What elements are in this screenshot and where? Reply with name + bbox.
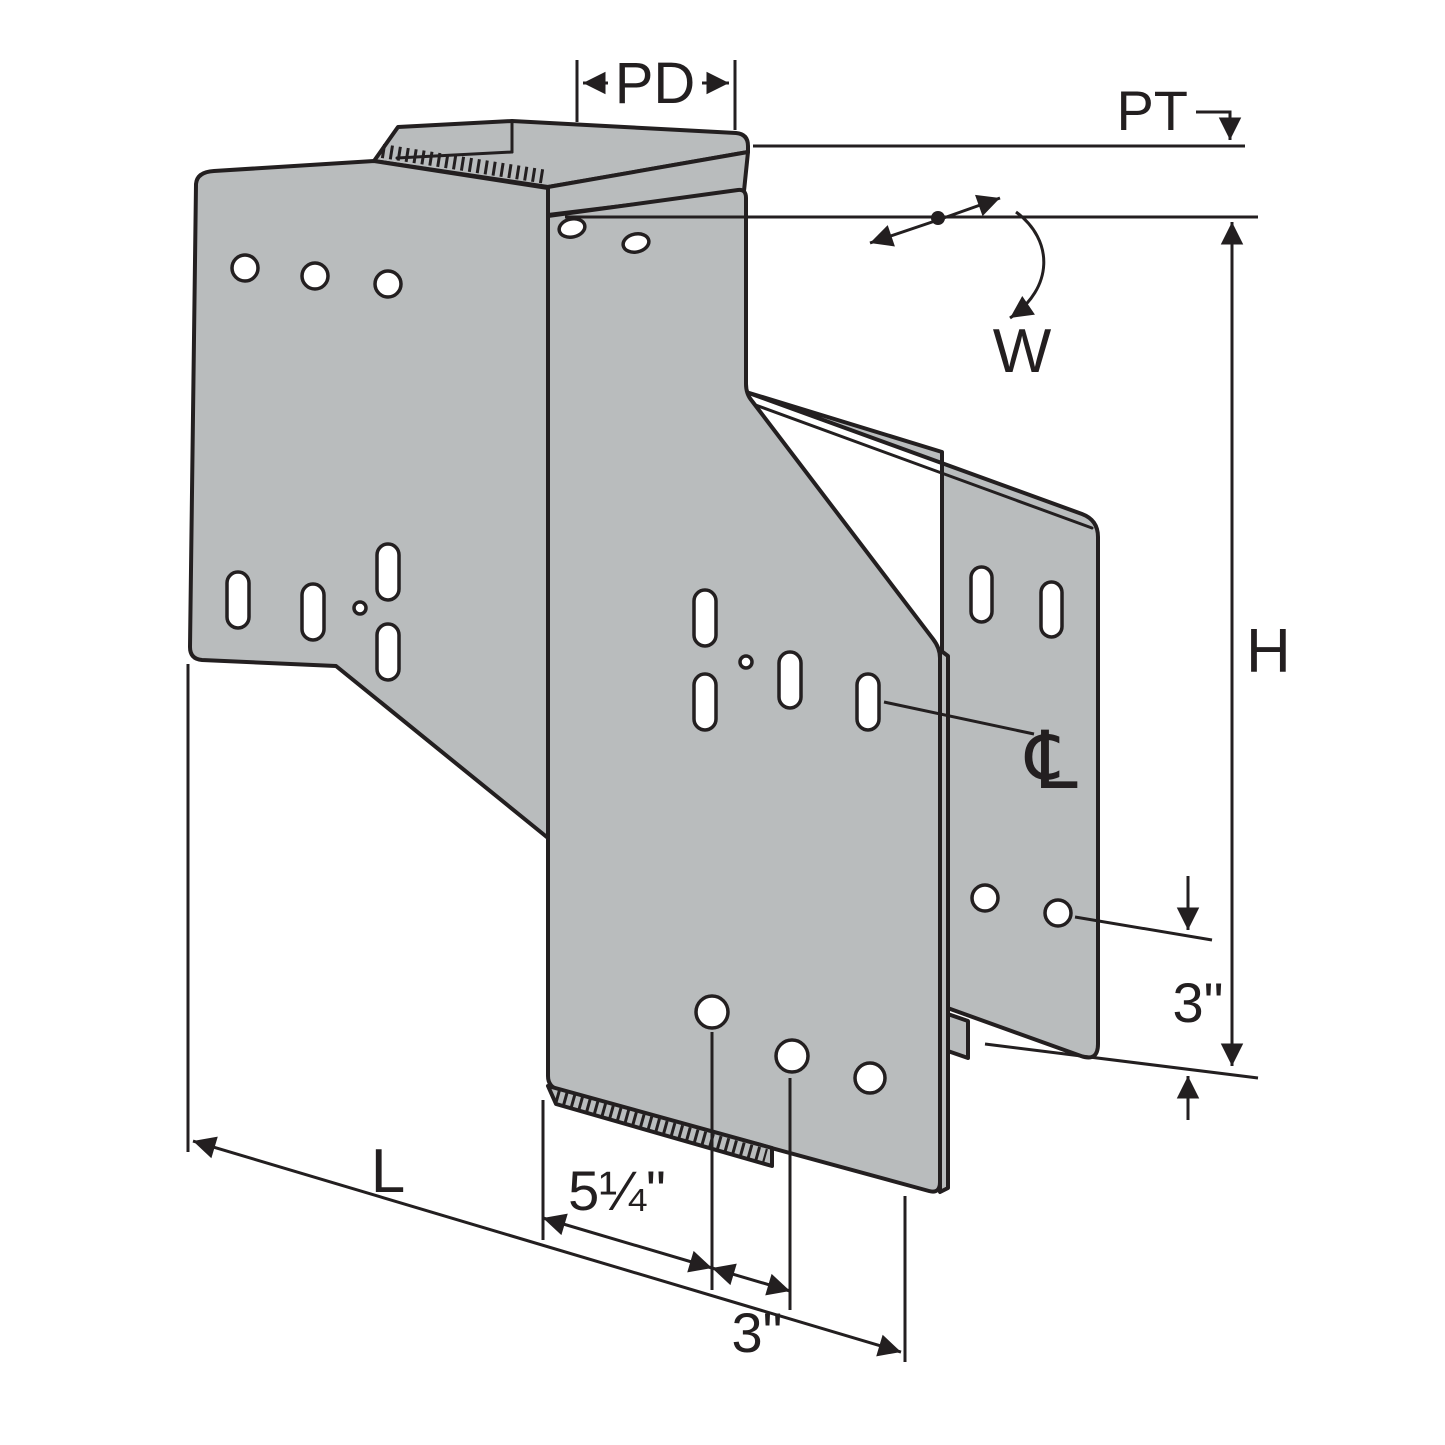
dimension-bottom-3in: 3" [711,1078,792,1364]
middle-plate-slot-hole [855,672,881,732]
middle-plate-round-hole [694,994,730,1030]
middle-plate-slot-hole [692,672,718,732]
middle-plate-slot-hole [692,588,718,648]
five-quarter-label: 5¼" [568,1159,666,1222]
side-3in-extension-top [1074,915,1213,942]
middle-plate-pilot-hole [738,654,754,670]
middle-plate-slot-hole [777,650,803,710]
left-plate-slot-hole [225,570,251,630]
weld-leader-left-arrow [869,218,939,247]
pd-label: PD [615,51,696,116]
right-plate-round-hole [1043,898,1073,928]
l-dimension-line [192,1136,902,1357]
h-label: H [1246,617,1291,686]
left-plate-round-hole [230,253,260,283]
pt-leader-arrow [1196,110,1242,140]
middle-plate [546,187,950,1194]
left-plate-pilot-hole [352,600,368,616]
left-plate-slot-hole [375,542,401,602]
right-plate-slot-hole [969,565,994,624]
cap-top-face [372,119,750,189]
bottom-3in-label: 3" [731,1301,782,1364]
side-3in-extension-bottom [984,1042,1259,1080]
left-plate-round-hole [373,269,403,299]
right-plate-thickness-edge [748,401,1094,530]
dimension-h: H [1220,222,1291,1066]
centerline-symbol: ℄ [1024,716,1078,805]
middle-plate-round-hole [853,1061,887,1095]
left-plate-round-hole [300,261,330,291]
left-plate-slot-hole [300,582,326,642]
pt-label: PT [1116,79,1188,142]
bottom-3in-dimension-line [711,1263,791,1296]
weld-leader-right-arrow [937,194,1001,222]
dimension-side-3in: 3" [984,876,1259,1120]
middle-plate-top-hole [621,232,651,254]
side-3in-label: 3" [1172,971,1223,1034]
dimension-5-quarter: 5¼" [541,1032,714,1290]
left-plate [188,144,550,840]
five-quarter-dimension-line [542,1213,713,1273]
left-plate-slot-hole [375,622,401,682]
centerline-leader [883,700,1035,736]
middle-plate-top-hole [557,217,587,239]
middle-plate-round-hole [774,1038,810,1074]
left-plate-face [188,159,550,840]
weld-curved-arrow [1009,210,1046,320]
middle-plate-thickness-strip [938,648,950,1194]
right-plate-slot-hole [1039,580,1064,639]
weld-label: W [993,317,1052,386]
weld-callout: W [869,194,1052,386]
dimension-pd: PD [575,51,737,130]
right-plate-round-hole [970,883,1000,913]
centerline-callout: ℄ [883,700,1078,805]
l-label: L [371,1137,405,1206]
dimension-pt: PT [565,79,1258,219]
middle-plate-face [546,187,942,1194]
